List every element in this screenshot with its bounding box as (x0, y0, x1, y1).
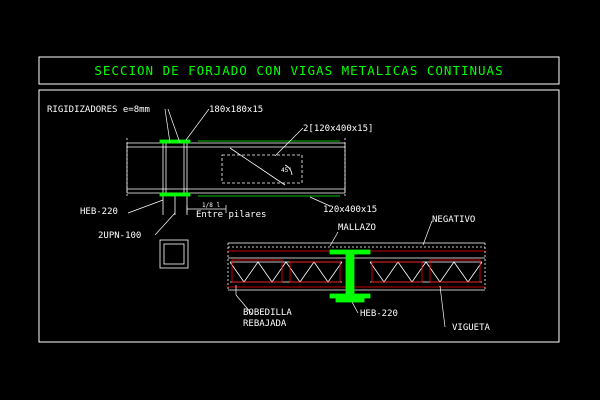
drawing-frame (38, 89, 560, 343)
leader-lines-left (127, 108, 331, 236)
label-ratio: 1/8 l (202, 202, 220, 209)
label-rigidizadores: RIGIDIZADORES e=8mm (47, 105, 150, 115)
label-heb-left: HEB-220 (80, 207, 118, 217)
upn-section (159, 239, 189, 269)
slab-section (227, 242, 486, 303)
label-vigueta: VIGUETA (452, 323, 491, 333)
label-profile-2: 2[120x400x15] (303, 124, 373, 134)
label-mallazo: MALLAZO (338, 223, 376, 233)
label-heb-bottom: HEB-220 (360, 309, 398, 319)
beam-elevation (126, 138, 346, 215)
label-entre-pilares: Entre pilares (196, 210, 266, 220)
title-frame (38, 56, 560, 85)
label-upn: 2UPN-100 (98, 231, 141, 241)
label-plate-180: 180x180x15 (209, 105, 263, 115)
label-plate-120: 120x400x15 (323, 205, 377, 215)
label-negativo: NEGATIVO (432, 215, 475, 225)
label-bobedilla-line1: BOBEDILLA (243, 308, 292, 318)
label-bobedilla-line2: REBAJADA (243, 319, 287, 329)
leader-lines-right (235, 220, 446, 328)
label-angle: 45° (281, 167, 292, 174)
drawing-title: SECCION DE FORJADO CON VIGAS METALICAS C… (94, 63, 503, 78)
